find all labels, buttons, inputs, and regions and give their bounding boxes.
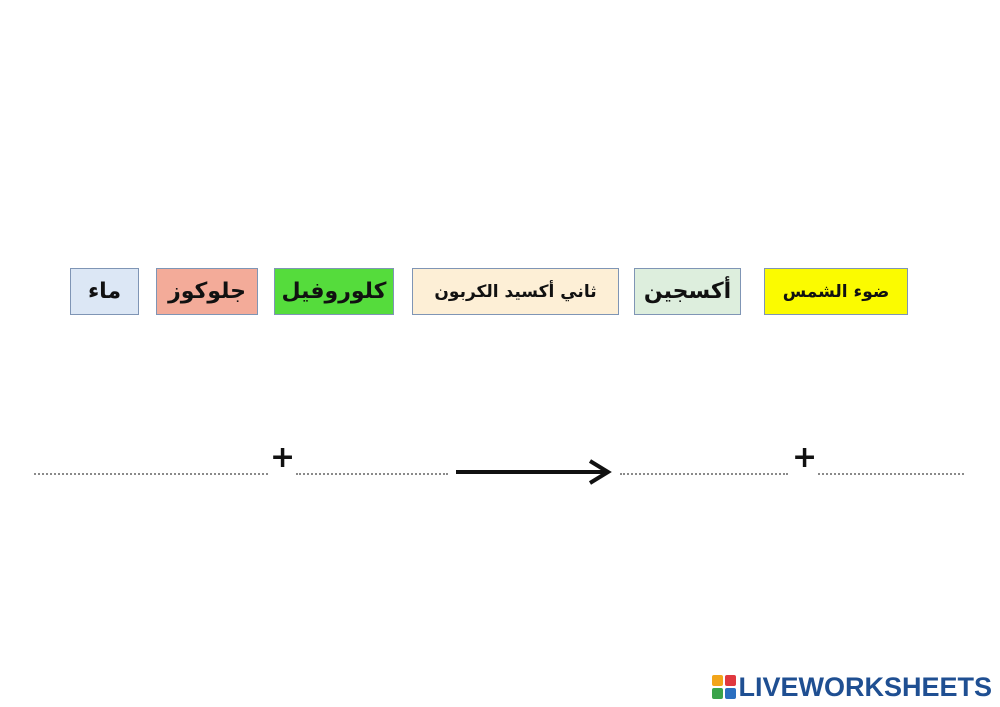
liveworksheets-logo-icon [712,675,737,699]
drop-zone-3[interactable] [620,473,788,475]
liveworksheets-brand: LIVEWORKSHEETS [712,671,992,702]
plus-sign: + [792,440,818,475]
brand-name: LIVEWORKSHEETS [738,671,992,702]
word-card-label: أكسجين [643,279,732,304]
word-card-label: كلوروفيل [281,279,387,304]
word-card-glucose[interactable]: جلوكوز [156,268,258,315]
drop-zone-4[interactable] [818,473,964,475]
word-card-label: جلوكوز [168,279,246,304]
word-card-carbon-dioxide[interactable]: ثاني أكسيد الكربون [412,268,619,315]
drop-zone-1[interactable] [34,473,268,475]
plus-sign: + [270,440,296,475]
word-card-chlorophyll[interactable]: كلوروفيل [274,268,394,315]
word-card-water[interactable]: ماء [70,268,139,315]
word-card-label: ضوء الشمس [782,281,890,302]
word-card-label: ماء [87,279,122,304]
arrow-icon [456,459,612,485]
drop-zone-2[interactable] [296,473,448,475]
word-card-sunlight[interactable]: ضوء الشمس [764,268,908,315]
word-card-label: ثاني أكسيد الكربون [434,281,597,302]
word-card-oxygen[interactable]: أكسجين [634,268,741,315]
